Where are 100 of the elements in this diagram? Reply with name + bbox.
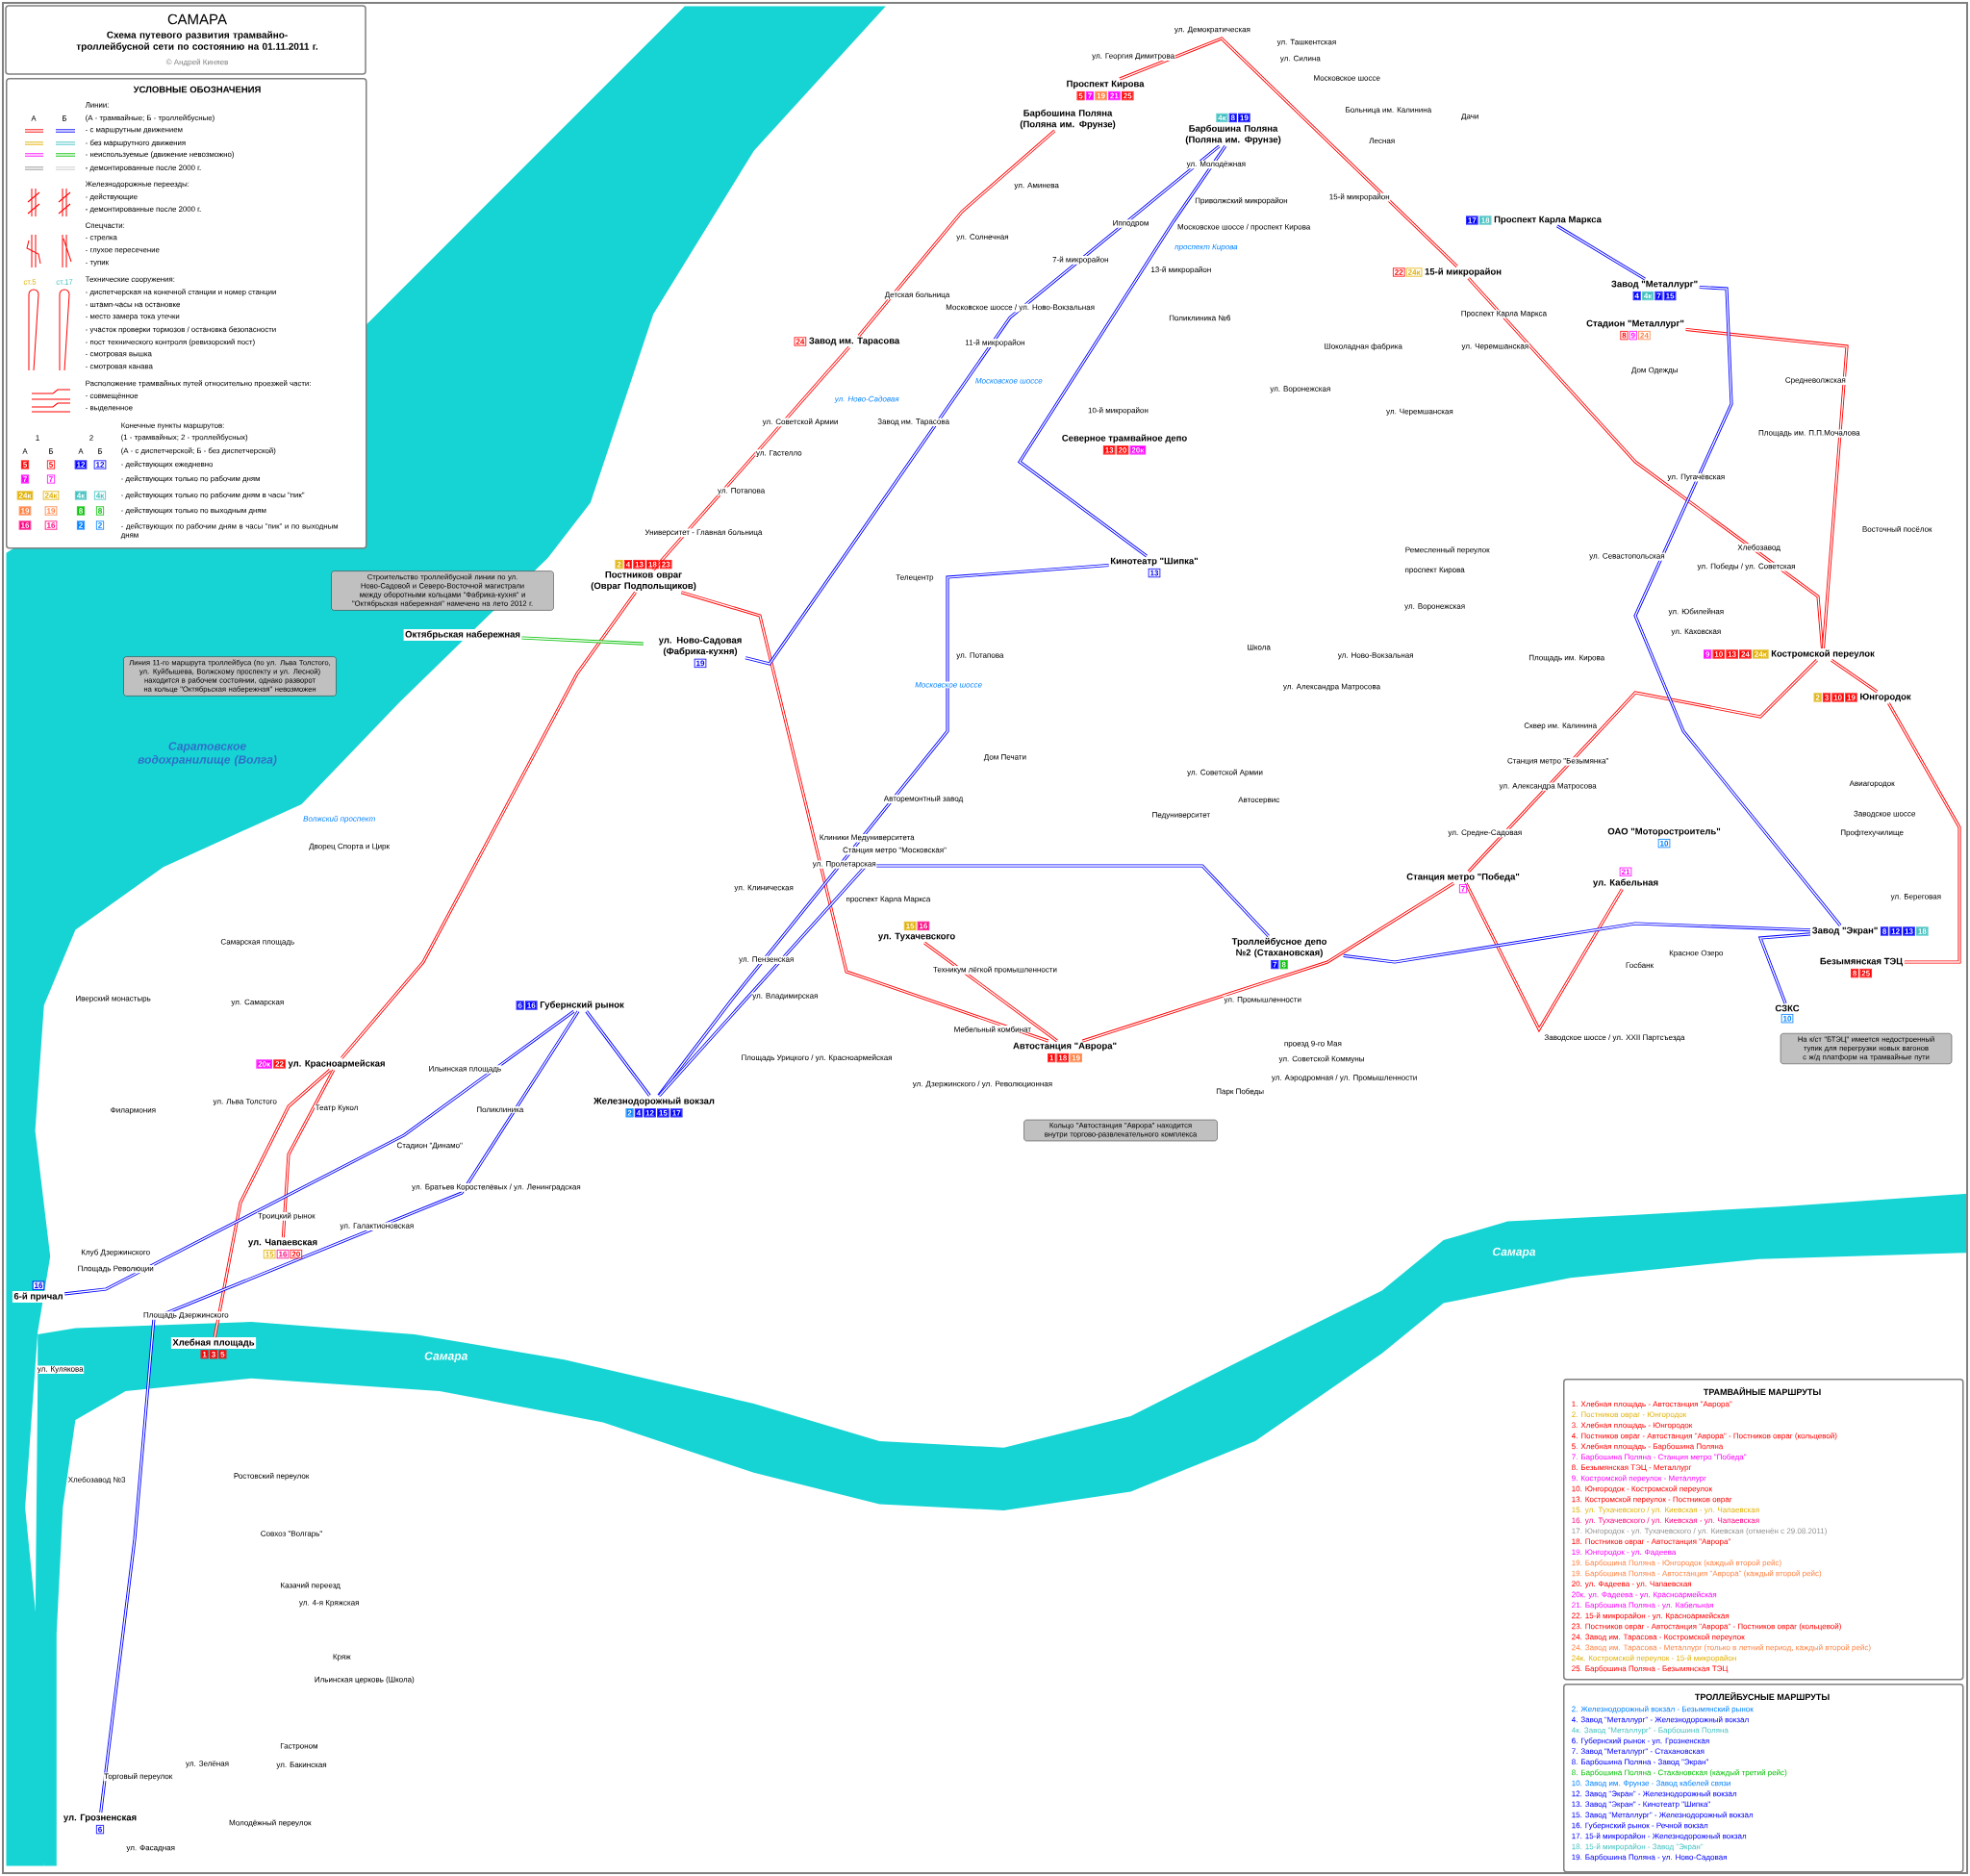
stop-name: ул. Александра Матросова [1498,782,1598,791]
stop-name: ул. Юбилейная [1667,607,1725,617]
route-description: 19. Барбошина Поляна - Юнгородок (каждый второй рейс) [1572,1559,1781,1567]
stop-name: Парк Победы [1215,1087,1265,1097]
route-badge: 19 [694,658,707,668]
route-badge: 5 [46,460,56,469]
street-name: Волжский проспект [302,815,376,824]
route-badge: 16 [276,1249,290,1259]
stop-name: Ипподром [1112,219,1149,228]
stop-name: Детская больница [884,291,950,300]
terminal-name: Завод "Металлург" [1611,280,1698,290]
route-line [99,1010,580,1813]
stop-name: Ильинская площадь [427,1065,502,1074]
terminal-name: Северное трамвайное депо [1062,434,1187,444]
route-description: 1. Хлебная площадь - Автостанция "Аврора" [1572,1401,1732,1408]
stop-name: Дом Печати [983,753,1027,762]
stop-name: ул. Кулякова [37,1365,85,1374]
route-description: 4. Постников овраг - Автостанция "Аврора" - Постников овраг (кольцевой) [1571,1432,1837,1440]
stop-name: ул. Солнечная [955,233,1010,242]
stop-name: ул. Каховская [1670,627,1722,637]
route-badge: 2 [95,520,105,530]
terminal-name: Губернский рынок [540,1001,624,1010]
stop-name: ул. Средне-Садовая [1447,828,1523,838]
street-name: Московское шоссе [914,681,983,689]
route-badge: 2 [1813,693,1823,702]
route-badge: 4к [1641,292,1654,301]
stop-name: ул. Галактионовская [339,1222,415,1230]
route-description: 15. Завод "Металлург" - Железнодорожный вокзал [1572,1812,1754,1819]
route-badge: 23 [659,560,672,570]
route-line [1464,882,1624,1033]
terminal-name: СЗКС [1775,1004,1800,1012]
stop-name: Филармония [110,1106,157,1115]
stop-name: ул. Потапова [955,651,1004,660]
stop-name: ул. Победы / ул. Советская [1696,562,1797,571]
stop-name: Средневолжская [1784,376,1847,385]
route-line [857,129,1056,337]
route-badge: 19 [1094,90,1108,101]
terminal-name: Завод им. Тарасова [809,337,900,346]
route-line [1467,277,1825,649]
stop-name: ул. Фасадная [125,1844,176,1853]
route-description: 24к. Костромской переулок - 15-й микрорайон [1572,1655,1736,1662]
route-line [652,345,850,571]
route-badge: 22 [272,1059,287,1069]
route-line [1467,659,1818,873]
stop-name: проезд 9-го Мая [1283,1040,1343,1049]
stop-name: Заводское шоссе / ул. XXII Партсъезда [1543,1033,1686,1043]
stop-name: Техникум лёгкой промышленности [932,965,1058,975]
stop-name: Станция метро "Безымянка" [1506,757,1609,766]
route-badge: 8 [95,506,105,516]
route-line [341,591,637,1059]
route-badge: 18 [1915,926,1929,936]
stop-name: ул. Промышленности [1223,996,1302,1004]
stop-name: ул. Самарская [230,999,285,1007]
route-description: 7. Завод "Металлург" - Стахановская [1572,1748,1705,1756]
stop-name: Педуниверситет [1150,811,1211,820]
terminal-name: Завод "Экран" [1811,926,1878,936]
stop-name: ул. Черемшанская [1460,342,1529,351]
terminal-name: 6-й причал [13,1292,63,1302]
stop-name: Проспект Карла Маркса [1460,310,1548,318]
route-badge: 4 [634,1108,644,1118]
stop-name: ул. Георгия Димитрова [1091,52,1175,61]
route-badge: 2 [625,1108,634,1118]
route-description: 3. Хлебная площадь - Юнгородок [1572,1422,1693,1430]
route-badge: 4 [1632,292,1642,301]
route-line [1831,658,1879,694]
route-badge: 19 [18,506,32,516]
terminal-name: ул. Кабельная [1593,878,1658,888]
stop-name: Красное Озеро [1668,950,1725,958]
route-badge: 16 [917,921,930,931]
route-description: 4к. Завод "Металлург" - Барбошина Поляна [1571,1727,1729,1735]
stop-name: ул. Бакинская [275,1761,328,1770]
stop-name: Совхоз "Волгарь" [260,1530,323,1539]
terminal-name: ОАО "Моторостроитель" [1607,827,1721,837]
route-description: 23. Постников овраг - Автостанция "Аврора" - Постников овраг (кольцевой) [1572,1623,1841,1631]
stop-name: Школа [1246,644,1272,651]
route-description: 13. Костромской переулок - Постников овраг [1572,1496,1732,1504]
stop-name: Театр Кукол [315,1103,359,1113]
route-line [1119,37,1458,267]
stop-name: Поликлиника №6 [1168,314,1231,321]
route-badge: 19 [1069,1052,1083,1063]
route-line [281,1069,336,1238]
route-badge: 10 [1657,839,1671,849]
route-badge: 16 [32,1280,45,1290]
route-line [1887,702,1961,964]
street-name: проспект Кирова [1174,243,1239,252]
stop-name: Мебельный комбинат [953,1026,1032,1033]
stop-name: ул. Аминева [1013,182,1060,190]
route-description: 19. Барбошина Поляна - ул. Ново-Садовая [1572,1854,1727,1862]
panel-heading: ТРАМВАЙНЫЕ МАРШРУТЫ [1703,1386,1821,1396]
route-line [1343,922,1811,964]
terminal-name: Проспект Карла Маркса [1494,215,1602,225]
stop-name: ул. Черемшанская [1385,408,1454,417]
stop-name: ул. Потапова [717,487,766,495]
route-badge: 15 [263,1250,276,1259]
route-description: 15. ул. Тухачевского / ул. Киевская - ул. Чапаевская [1572,1507,1759,1514]
street-name: ул. Ново-Садовая [834,394,900,404]
route-line [1017,145,1227,558]
route-description: 19. Юнгородок - ул. Фадеева [1572,1549,1677,1557]
route-badge: 2 [76,520,86,530]
route-description: 5. Хлебная площадь - Барбошина Поляна [1572,1443,1724,1451]
